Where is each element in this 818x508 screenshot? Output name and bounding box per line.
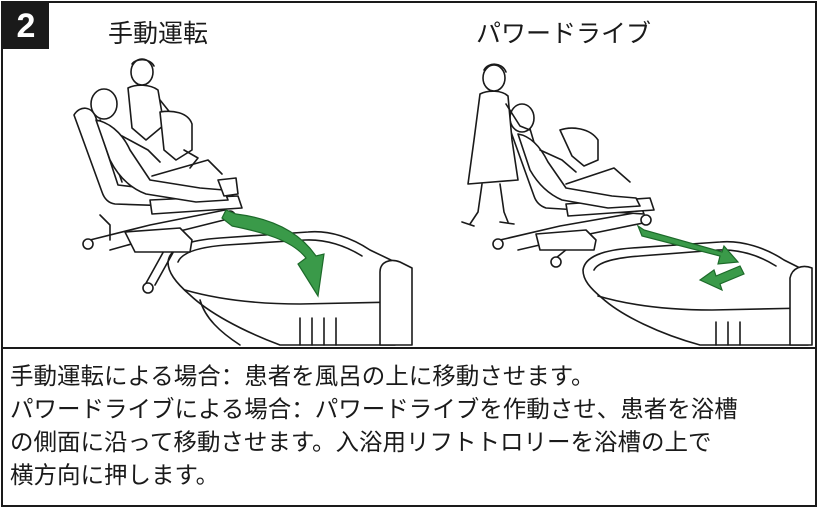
bathtub-left (167, 230, 413, 346)
trolley-base-right (492, 211, 652, 268)
transfer-arrow-right-lower (698, 265, 745, 292)
instruction-line-4: 横方向に押します。 (10, 461, 220, 489)
section-divider (1, 347, 815, 349)
caregiver-right (461, 63, 531, 227)
caregiver-left (127, 58, 199, 169)
instruction-line-1: 手動運転による場合：患者を風呂の上に移動させます。 (10, 362, 595, 390)
panel-title-power-drive: パワードライブ (476, 19, 652, 48)
panel-title-manual: 手動運転 (108, 19, 209, 48)
power-drive-illustration (461, 63, 813, 346)
instruction-line-3: の側面に沿って移動させます。入浴用リフトトロリーを浴槽の上で (10, 428, 712, 456)
instruction-text: 手動運転による場合：患者を風呂の上に移動させます。 パワードライブによる場合：パ… (10, 360, 810, 492)
transfer-arrow-left (221, 209, 325, 298)
illustration (73, 58, 813, 346)
instruction-line-2: パワードライブによる場合：パワードライブを作動させ、患者を浴槽 (10, 395, 738, 423)
transfer-arrow-right-upper (636, 224, 740, 265)
patient-right (509, 103, 641, 209)
patient-left (90, 88, 239, 203)
trolley-base-left (82, 209, 236, 294)
manual-illustration (73, 58, 413, 346)
bathtub-right (582, 240, 813, 346)
step-number-badge: 2 (3, 3, 49, 49)
